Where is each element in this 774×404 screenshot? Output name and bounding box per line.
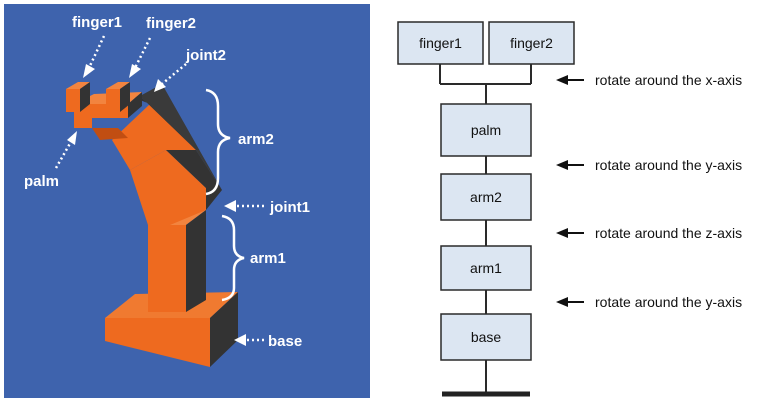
base-arrowhead <box>234 334 246 346</box>
robot-arm-model <box>66 82 238 367</box>
label-base: base <box>268 333 302 350</box>
illustration-callouts <box>54 35 264 346</box>
label-palm: palm <box>24 173 59 190</box>
rotation-label-4: rotate around the y-axis <box>595 294 742 310</box>
joint1-elbow <box>130 150 222 225</box>
node-finger1-label: finger1 <box>419 35 462 51</box>
joint1-arrowhead <box>224 200 236 212</box>
node-finger1: finger1 <box>397 21 484 65</box>
rotation-annotation-1: rotate around the x-axis <box>556 72 742 88</box>
arm2-brace <box>205 88 231 196</box>
node-palm-label: palm <box>471 122 501 138</box>
rotation-annotation-2: rotate around the y-axis <box>556 157 742 173</box>
node-arm1: arm1 <box>440 245 532 291</box>
rotation-label-2: rotate around the y-axis <box>595 157 742 173</box>
rotation-annotation-3: rotate around the z-axis <box>556 225 742 241</box>
rotation-label-1: rotate around the x-axis <box>595 72 742 88</box>
palm-pointer <box>54 139 74 169</box>
node-arm1-label: arm1 <box>470 260 502 276</box>
hierarchy-diagram: finger1 finger2 palm arm2 arm1 base rota… <box>397 21 742 397</box>
palm-arrowhead <box>67 131 77 145</box>
arm1-segment <box>148 210 206 312</box>
label-joint1: joint1 <box>269 199 310 216</box>
node-finger2: finger2 <box>488 21 575 65</box>
label-arm2: arm2 <box>238 131 274 148</box>
rotation-annotation-4: rotate around the y-axis <box>556 294 742 310</box>
finger2-pointer <box>132 37 152 71</box>
finger2-block <box>106 82 130 112</box>
node-palm: palm <box>440 103 532 157</box>
joint2-pointer <box>161 63 187 85</box>
left-arrow-icon <box>556 297 568 307</box>
finger2-arrowhead <box>129 64 141 78</box>
joint2-arrowhead <box>154 79 166 92</box>
arm1-brace <box>221 214 245 302</box>
node-finger2-label: finger2 <box>510 35 553 51</box>
node-arm2-label: arm2 <box>470 189 502 205</box>
left-arrow-icon <box>556 228 568 238</box>
finger1-arrowhead <box>83 64 95 78</box>
label-finger1: finger1 <box>72 14 122 31</box>
node-base: base <box>440 313 532 361</box>
left-arrow-icon <box>556 75 568 85</box>
label-joint2: joint2 <box>185 47 226 64</box>
label-arm1: arm1 <box>250 250 286 267</box>
arm2-segment <box>112 84 222 190</box>
finger1-block <box>66 82 90 112</box>
left-arrow-icon <box>556 160 568 170</box>
hierarchy-connectors <box>439 64 532 393</box>
node-arm2: arm2 <box>440 173 532 221</box>
finger1-pointer <box>86 35 106 71</box>
label-finger2: finger2 <box>146 15 196 32</box>
rotation-label-3: rotate around the z-axis <box>595 225 742 241</box>
node-base-label: base <box>471 329 502 345</box>
